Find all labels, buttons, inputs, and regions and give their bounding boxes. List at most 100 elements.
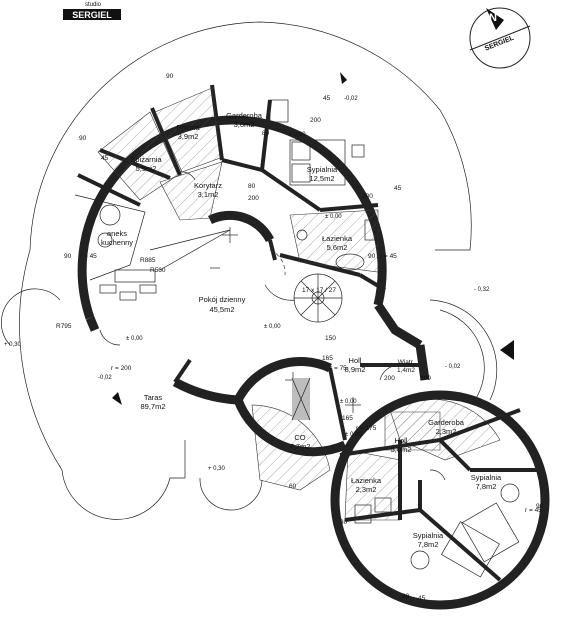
dimension-labels: 90 90 45 45 200 45 200 80 80 200 90 r = …	[56, 73, 544, 602]
logo-top-text: studio	[85, 2, 102, 8]
dim-label: 200	[248, 195, 259, 202]
dim-label: 200	[362, 193, 373, 200]
level-mark: + 0,30	[4, 342, 22, 348]
room-area: 8,9m2	[345, 365, 366, 374]
bedroom-wing-furniture	[354, 483, 520, 578]
room-area: 1,4m2	[397, 367, 415, 374]
room-name: aneks	[107, 229, 127, 238]
room-area: 7,8m2	[418, 540, 439, 549]
dim-label: 165	[322, 355, 333, 362]
dim-label: r = 45	[80, 253, 97, 260]
room-name: Spiżarnia	[130, 155, 162, 164]
dim-label: 200	[310, 117, 321, 124]
level-mark: ± 0,00	[345, 432, 362, 438]
dim-label: R885	[140, 257, 156, 264]
room-name: Pokój dzienny	[199, 295, 246, 304]
dim-label: 165	[342, 415, 353, 422]
room-name: Garderoba	[428, 418, 465, 427]
level-mark: -0,02	[98, 375, 112, 381]
room-name: CO	[294, 433, 305, 442]
level-mark: - 0,02	[445, 364, 461, 370]
spiral-stair	[293, 273, 343, 323]
dim-label: 90	[79, 135, 87, 142]
room-name: Garderoba	[226, 111, 263, 120]
dim-label: r = 175	[356, 425, 377, 432]
room-name: Sypialnia	[413, 531, 444, 540]
terrace-outline	[1, 21, 498, 520]
room-name: Łazienka	[351, 476, 382, 485]
room-area: 7,8m2	[476, 482, 497, 491]
door-swings	[99, 171, 446, 481]
dim-label: R560	[150, 267, 166, 274]
studio-logo: studio SERGIEL	[63, 2, 121, 20]
room-area: 45,5m2	[209, 305, 234, 314]
room-area: 3,9m2	[178, 132, 199, 141]
room-area: 7,7m2	[290, 442, 311, 451]
room-area: 2,3m2	[356, 485, 377, 494]
level-mark: ± 0,00	[264, 324, 281, 330]
room-area: 5,0m2	[391, 445, 412, 454]
dim-label: 80	[248, 183, 256, 190]
level-mark: + 0,30	[208, 466, 226, 472]
level-mark: ± 0,00	[340, 399, 357, 405]
logo-name: SERGIEL	[72, 10, 112, 20]
second-wing-walls	[233, 344, 430, 457]
dim-label: r = 45	[525, 507, 542, 514]
dim-label: R795	[56, 323, 72, 330]
bathroom-1-fixtures	[296, 219, 378, 271]
dim-label: 45	[323, 95, 331, 102]
dim-label: 200	[384, 375, 395, 382]
compass-north: N	[489, 12, 497, 24]
dim-label: r = 45	[380, 253, 397, 260]
room-area: 3,1m2	[198, 190, 219, 199]
dim-label: 90	[536, 503, 544, 510]
kitchen-area	[74, 194, 157, 301]
compass: N SERGIEL	[469, 7, 531, 69]
dim-label: 60	[289, 483, 297, 490]
dim-label: 17 x 17 / 27	[302, 287, 336, 294]
room-name: Taras	[144, 393, 163, 402]
entrance-markers	[112, 72, 514, 405]
room-name: Holl	[349, 356, 362, 365]
room-name: Korytarz	[194, 181, 222, 190]
dim-label: 30	[340, 519, 348, 526]
north-arrow-icon	[486, 8, 504, 30]
entry-arrow-icon	[340, 72, 347, 84]
room-name: Łazienka	[322, 234, 353, 243]
compass-brand: SERGIEL	[484, 34, 516, 52]
room-name: Holl	[395, 436, 408, 445]
dim-label: 45	[418, 595, 426, 602]
room-area: 12,5m2	[309, 174, 334, 183]
room-area: 3,6m2	[234, 120, 255, 129]
level-mark: ± 0,00	[325, 214, 342, 220]
room-area: 5,5m2	[136, 164, 157, 173]
room-name: Wiatr.	[398, 359, 415, 366]
entry-arrow-icon	[112, 392, 122, 405]
dim-label: 150	[325, 335, 336, 342]
level-mark: ± 0,00	[126, 336, 143, 342]
dim-label: r = 75	[330, 365, 347, 372]
dim-label: 90	[402, 593, 410, 600]
room-area: 89,7m2	[140, 402, 165, 411]
dim-label: 90	[64, 253, 72, 260]
room-name: Sypialnia	[471, 473, 502, 482]
tiled-areas	[97, 87, 501, 521]
entry-arrow-icon	[500, 340, 514, 360]
dim-label: 80	[262, 130, 270, 137]
bedroom-1-furniture	[269, 99, 365, 186]
dim-label: 45	[394, 185, 402, 192]
level-marks: -0,02 ± 0,00 ± 0,00 - 0,32 - 0,02 ± 0,00…	[4, 96, 490, 472]
room-name: Sypialnia	[307, 165, 338, 174]
dim-label: 90	[166, 73, 174, 80]
room-labels: Pralnia 3,9m2 Garderoba 3,6m2 Spiżarnia …	[101, 111, 502, 549]
dim-label: r = 200	[111, 365, 132, 372]
bedroom-wing-walls	[330, 390, 550, 610]
room-area: kuchenny	[101, 238, 133, 247]
dim-label: 45	[101, 155, 109, 162]
level-mark: -0,02	[344, 96, 358, 102]
dim-label: 90	[368, 253, 376, 260]
level-mark: - 0,32	[474, 287, 490, 293]
level-mark: ± 0,00	[289, 132, 306, 138]
room-area: 5,6m2	[327, 243, 348, 252]
